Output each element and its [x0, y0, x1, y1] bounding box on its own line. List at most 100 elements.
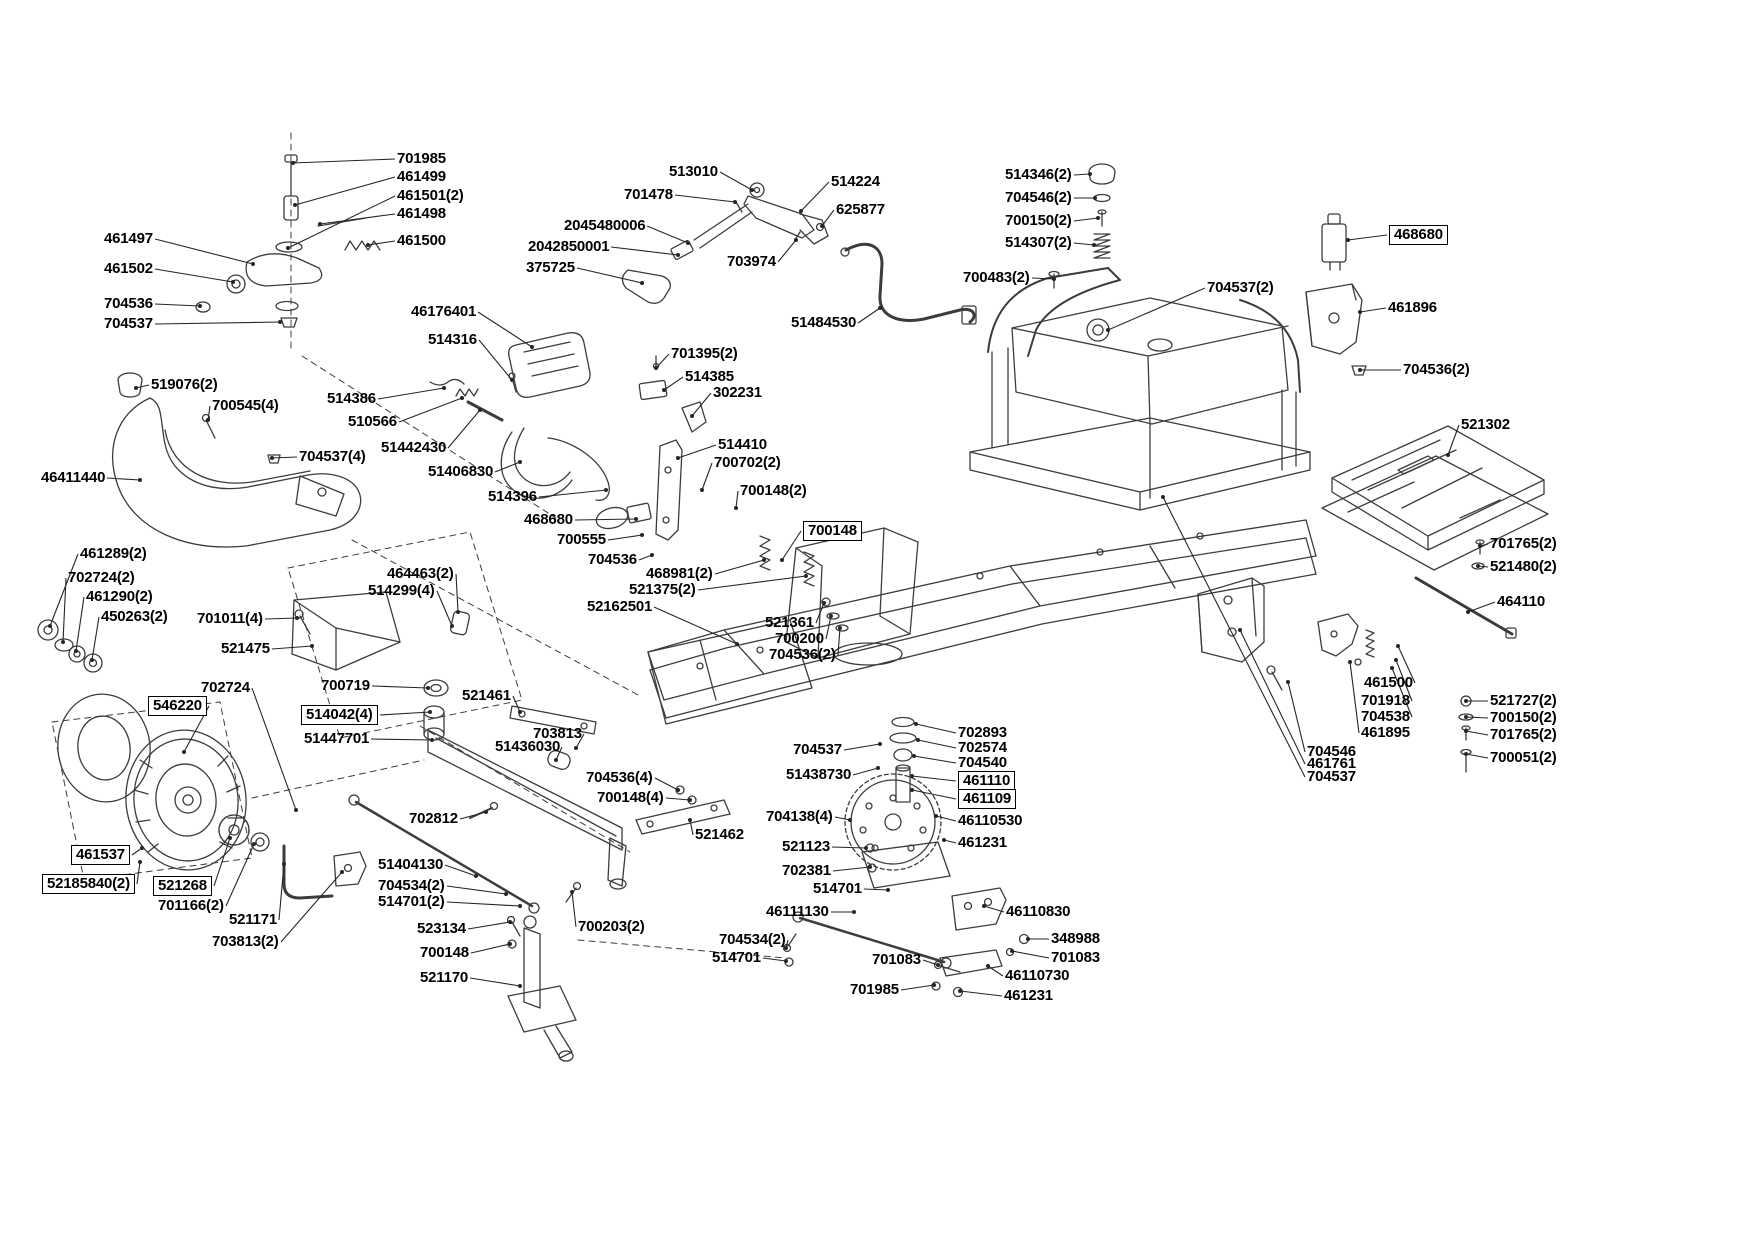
part-label: 700051(2) [1490, 749, 1557, 766]
part-label: 514385 [685, 368, 734, 385]
part-label: 701985 [850, 981, 899, 998]
part-label: 700203(2) [578, 918, 645, 935]
part-label: 704538 [1361, 708, 1410, 725]
front-bumper [111, 372, 362, 548]
part-label: 461110 [958, 771, 1016, 791]
part-label: 468981(2) [646, 565, 713, 582]
part-label: 461895 [1361, 724, 1410, 741]
part-label: 701166(2) [158, 897, 224, 914]
part-label: 521462 [695, 826, 744, 843]
part-label: 704138(4) [766, 808, 833, 825]
part-label: 348988 [1051, 930, 1100, 947]
part-label: 461761 [1307, 755, 1356, 772]
pivot-plate [291, 591, 471, 697]
part-label: 51442430 [381, 439, 447, 456]
part-label: 2042850001 [528, 238, 610, 255]
part-label: 704536(2) [1403, 361, 1470, 378]
part-label: 701765(2) [1490, 535, 1557, 552]
part-label: 700148 [803, 521, 862, 541]
part-label: 702893 [958, 724, 1007, 741]
part-label: 700702(2) [714, 454, 781, 471]
main-frame [647, 519, 1317, 725]
part-label: 461896 [1388, 299, 1437, 316]
part-label: 51484530 [791, 314, 857, 331]
part-label: 700150(2) [1490, 709, 1557, 726]
part-label: 704537(4) [299, 448, 366, 465]
pedal-assembly [429, 332, 707, 541]
part-label: 461289(2) [80, 545, 147, 562]
seat-plate [1321, 425, 1549, 639]
part-label: 519076(2) [151, 376, 218, 393]
part-label: 702812 [409, 810, 458, 827]
part-label: 521375(2) [629, 581, 696, 598]
part-label: 46111130 [766, 903, 829, 920]
part-label: 461499 [397, 168, 446, 185]
part-label: 51447701 [304, 730, 370, 747]
part-label: 700483(2) [963, 269, 1030, 286]
part-label: 523134 [417, 920, 466, 937]
part-label: 625877 [836, 201, 885, 218]
part-label: 701083 [872, 951, 921, 968]
part-label: 375725 [526, 259, 575, 276]
part-label: 46110830 [1006, 903, 1071, 920]
part-label: 514346(2) [1005, 166, 1072, 183]
part-label: 461498 [397, 205, 446, 222]
part-label: 704537 [1307, 768, 1356, 785]
part-label: 51404130 [378, 856, 444, 873]
part-label: 704534(2) [719, 931, 786, 948]
part-label: 461231 [1004, 987, 1053, 1004]
part-label: 450263(2) [101, 608, 168, 625]
part-label: 510566 [348, 413, 397, 430]
topleft-hardware [195, 154, 381, 328]
part-label: 461501(2) [397, 187, 464, 204]
part-label: 46176401 [411, 303, 477, 320]
part-label: 514307(2) [1005, 234, 1072, 251]
solenoid-bracket [1305, 213, 1367, 376]
part-label: 514042(4) [301, 705, 378, 725]
part-label: 461500 [1364, 674, 1413, 691]
part-label: 521461 [462, 687, 511, 704]
part-label: 701478 [624, 186, 673, 203]
part-label: 700148 [420, 944, 469, 961]
part-label: 521475 [221, 640, 270, 657]
part-label: 704537 [104, 315, 153, 332]
part-label: 702574 [958, 739, 1007, 756]
part-label: 468680 [1389, 225, 1448, 245]
part-label: 701395(2) [671, 345, 738, 362]
part-label: 468680 [524, 511, 573, 528]
part-label: 704546 [1307, 743, 1356, 760]
part-label: 703813 [533, 725, 582, 742]
part-label: 700545(4) [212, 397, 279, 414]
part-label: 514396 [488, 488, 537, 505]
part-label: 521727(2) [1490, 692, 1557, 709]
part-label: 51436030 [495, 738, 561, 755]
part-label: 704537 [793, 741, 842, 758]
part-label: 514701 [712, 949, 761, 966]
part-label: 514386 [327, 390, 376, 407]
part-label: 521123 [782, 838, 831, 855]
part-label: 461502 [104, 260, 153, 277]
part-label: 521171 [229, 911, 278, 928]
part-label: 461109 [958, 789, 1017, 809]
part-label: 702381 [782, 862, 831, 879]
part-label: 52185840(2) [42, 874, 135, 894]
part-label: 701083 [1051, 949, 1100, 966]
part-label: 704536 [104, 295, 153, 312]
part-label: 700148(2) [740, 482, 807, 499]
part-label: 464463(2) [387, 565, 454, 582]
part-label: 700148(4) [597, 789, 664, 806]
steering-assembly [782, 716, 1030, 998]
part-label: 514224 [831, 173, 880, 190]
part-label: 546220 [148, 696, 207, 716]
part-label: 521302 [1461, 416, 1510, 433]
part-label: 461290(2) [86, 588, 153, 605]
part-label: 51438730 [786, 766, 852, 783]
part-label: 2045480006 [564, 217, 646, 234]
part-label: 461231 [958, 834, 1007, 851]
part-label: 704536 [588, 551, 637, 568]
part-label: 704537(2) [1207, 279, 1274, 296]
